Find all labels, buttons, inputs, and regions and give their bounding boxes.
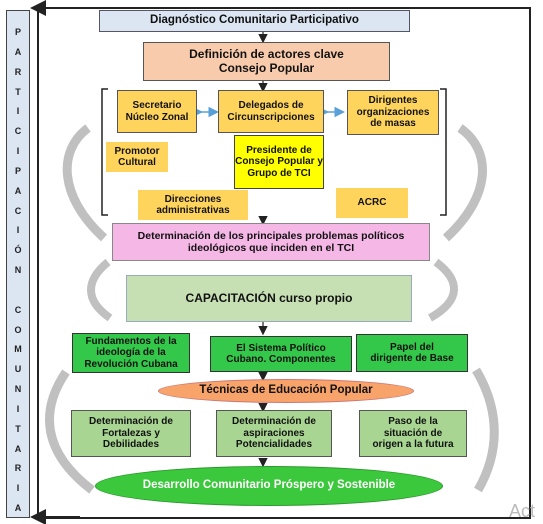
side-label-letter: R (14, 66, 22, 77)
topic-2-label: El Sistema Político Cubano. Componentes (226, 342, 336, 366)
actor-promotor-label: Promotor Cultural (114, 145, 160, 169)
actor-acrc-label: ACRC (357, 197, 387, 209)
curved-arrow-right-3 (472, 367, 499, 493)
problems-box: Determinación de los principales problem… (112, 223, 430, 261)
side-label-letter: I (16, 146, 20, 157)
side-label-letter: Ó (14, 245, 22, 256)
actor-dirigentes: Dirigentes organizaciones de masas (347, 90, 439, 135)
actor-direcciones: Direcciones administrativas (138, 190, 248, 220)
actor-delegados: Delegados de Circunscripciones (218, 90, 324, 133)
step-2: Determinación de aspiraciones Potenciali… (216, 410, 332, 457)
step-1-label: Determinación de Fortalezas y Debilidade… (89, 416, 173, 451)
side-label-letter: T (15, 86, 21, 97)
side-label-letter: P (14, 165, 21, 176)
side-label-letter: O (14, 324, 22, 335)
topic-3: Papel del dirigente de Base (356, 334, 468, 372)
side-label-letter: I (16, 403, 20, 414)
side-label-letter: I (16, 483, 20, 494)
curved-arrow-left-3 (45, 369, 95, 494)
actor-secretario: Secretario Núcleo Zonal (117, 90, 197, 133)
topic-1: Fundamentos de la ideología de la Revolu… (72, 333, 190, 373)
step-2-label: Determinación de aspiraciones Potenciali… (232, 416, 316, 451)
actors-title: Definición de actores clave Consejo Popu… (189, 46, 344, 75)
topic-1-label: Fundamentos de la ideología de la Revolu… (84, 335, 178, 370)
side-label-letter: T (15, 423, 21, 434)
topic-2: El Sistema Político Cubano. Componentes (210, 336, 352, 372)
side-label-letter: C (14, 205, 22, 216)
side-label-letter: C (14, 126, 22, 137)
curved-arrow-left-1 (62, 124, 108, 242)
side-label-letter: P (14, 27, 21, 37)
side-label-letter: C (14, 304, 22, 315)
side-label-letter: I (16, 225, 20, 236)
side-label-letter: A (14, 503, 22, 514)
watermark: Act (508, 501, 535, 521)
outer-frame (37, 7, 531, 519)
actors-bracket-right (440, 88, 447, 216)
topic-3-label: Papel del dirigente de Base (370, 341, 454, 365)
actor-promotor: Promotor Cultural (106, 142, 168, 172)
training-title: CAPACITACIÓN curso propio (185, 290, 353, 305)
curved-arrow-right-1 (442, 124, 487, 242)
step-1: Determinación de Fortalezas y Debilidade… (71, 410, 191, 457)
side-label-letter: U (14, 364, 22, 375)
actor-acrc: ACRC (336, 188, 408, 218)
side-label-letter: A (14, 443, 22, 454)
training-box: CAPACITACIÓN curso propio (126, 275, 412, 322)
problems-text: Determinación de los principales problem… (137, 229, 405, 254)
techniques-box: Técnicas de Educación Popular (158, 379, 414, 403)
side-label-letter: M (14, 344, 22, 355)
side-label-letter: I (16, 106, 20, 117)
actor-secretario-label: Secretario Núcleo Zonal (125, 100, 189, 123)
techniques-title: Técnicas de Educación Popular (199, 384, 373, 397)
actor-direcciones-label: Direcciones administrativas (156, 193, 230, 217)
top-title-box: Diagnóstico Comunitario Participativo (99, 10, 410, 32)
side-label-letter: R (14, 463, 22, 474)
actor-presidente-label: Presidente de Consejo Popular y Grupo de… (235, 144, 323, 179)
actors-box: Definición de actores clave Consejo Popu… (143, 42, 390, 81)
actor-presidente: Presidente de Consejo Popular y Grupo de… (234, 135, 324, 189)
step-3: Paso de la situación de origen a la futu… (359, 410, 467, 457)
side-label-letter: N (14, 384, 22, 395)
actor-dirigentes-label: Dirigentes organizaciones de masas (356, 95, 430, 130)
step-3-label: Paso de la situación de origen a la futu… (372, 416, 454, 451)
side-label-letter: A (14, 46, 22, 57)
curved-arrow-right-2 (427, 258, 458, 322)
actor-delegados-label: Delegados de Circunscripciones (227, 100, 315, 123)
actors-bracket-left (101, 88, 108, 216)
curved-arrow-left-2 (87, 258, 113, 322)
side-label-letter: A (14, 185, 22, 196)
outcome-box: Desarrollo Comunitario Próspero y Sosten… (95, 466, 443, 506)
top-title: Diagnóstico Comunitario Participativo (150, 14, 359, 27)
side-label-letter: N (14, 265, 22, 276)
outcome-text: Desarrollo Comunitario Próspero y Sosten… (142, 479, 396, 492)
